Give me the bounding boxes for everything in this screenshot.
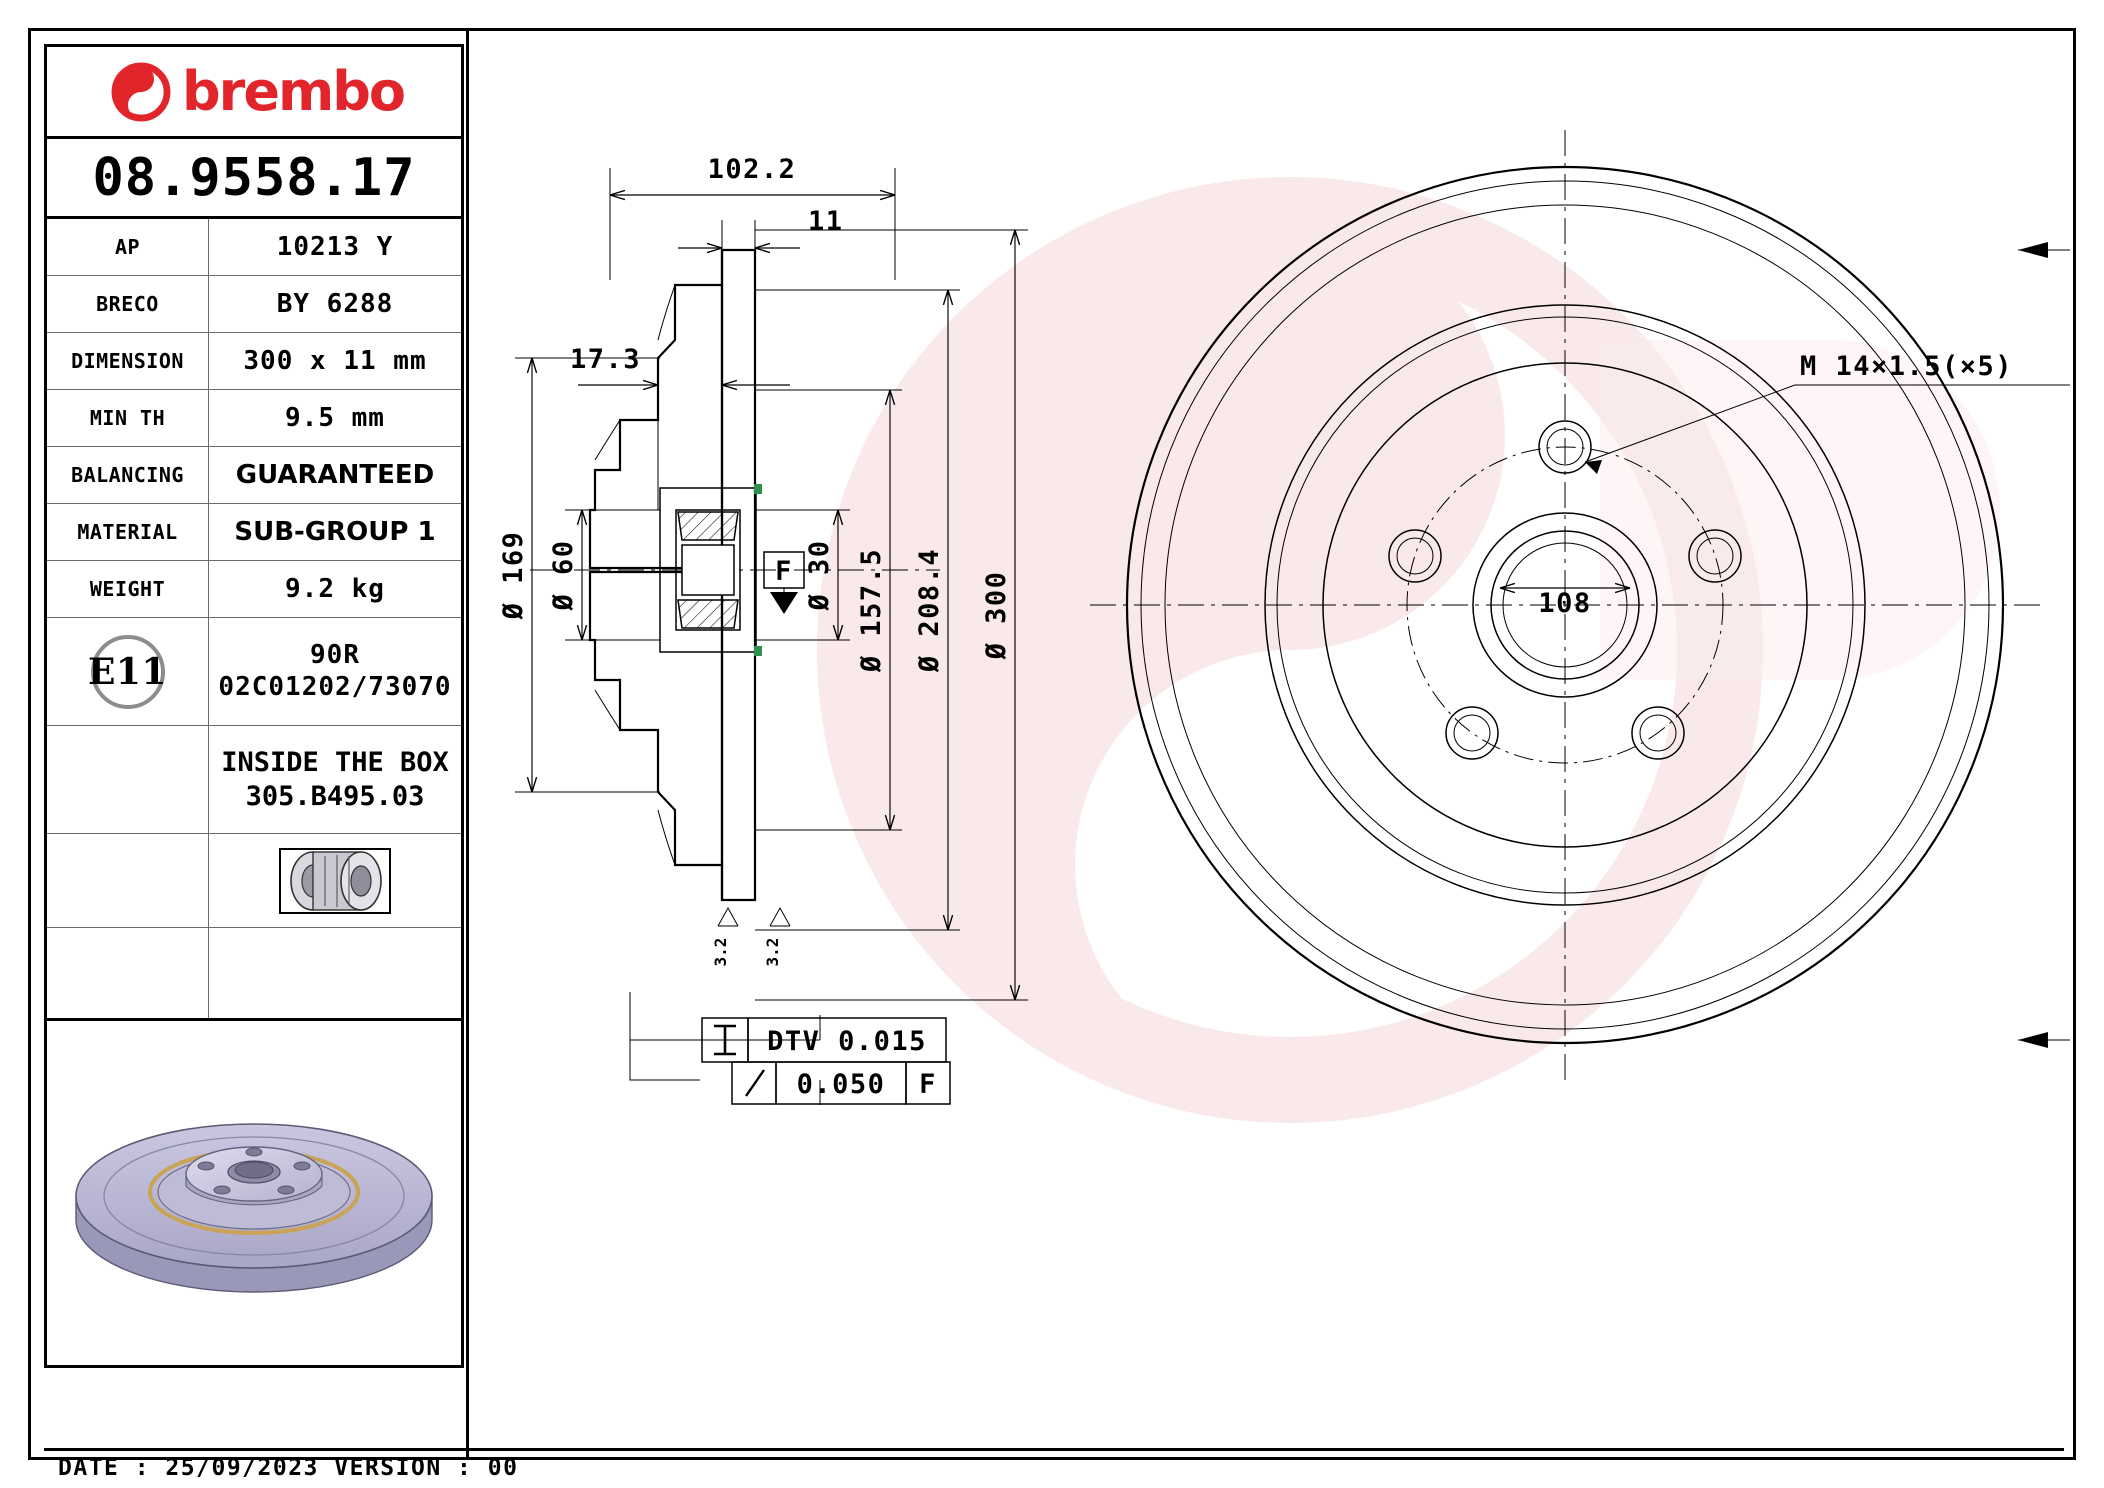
row-value: SUB-GROUP 1 — [234, 517, 436, 547]
blank-value-cell — [209, 928, 461, 1020]
row-value: BY 6288 — [276, 289, 394, 319]
datum-triangle-icon — [770, 592, 798, 614]
friction-ring-inner — [1264, 304, 1866, 906]
tolerance-frame-group: DTV 0.015 0.050 F — [629, 992, 951, 1105]
inside-box-line-2: 305.B495.03 — [245, 780, 425, 812]
disc-outer-circle — [1125, 165, 2005, 1045]
bearing-icon-row — [47, 834, 461, 928]
row-value: 9.2 kg — [285, 574, 385, 604]
table-row: AP 10213 Y — [47, 219, 461, 276]
row-label: BALANCING — [47, 447, 209, 503]
tolerance-runout-value: 0.050 — [797, 1069, 886, 1100]
brake-disc-photo — [75, 1123, 433, 1293]
inside-box-line-1: INSIDE THE BOX — [221, 746, 449, 778]
dim-hub-offset: 17.3 — [570, 344, 641, 375]
technical-drawing: .dim { stroke:#000; stroke-width:1.15; f… — [470, 40, 2070, 1440]
inside-box-row: INSIDE THE BOX 305.B495.03 — [47, 726, 461, 834]
surface-finish-left: 3.2 — [711, 906, 739, 967]
row-value: 9.5 mm — [285, 403, 385, 433]
blank-label-cell — [47, 928, 209, 1020]
part-number: 08.9558.17 — [92, 147, 416, 208]
bearing-label-cell — [47, 834, 209, 927]
info-table: brembo 08.9558.17 AP 10213 Y BRECO BY 62… — [44, 44, 464, 1023]
certification-lines: 90R 02C01202/73070 — [218, 640, 451, 703]
disc-front-view: 108 M 14×1.5(×5) — [1090, 130, 2070, 1080]
table-row: MIN TH 9.5 mm — [47, 390, 461, 447]
dim-bolt-circle-pcd: Ø 157.5 — [856, 548, 887, 673]
certification-row: E11 90R 02C01202/73070 — [47, 618, 461, 726]
section-arrow-bottom — [2018, 1032, 2070, 1048]
table-row: BALANCING GUARANTEED — [47, 447, 461, 504]
panel-divider — [466, 31, 469, 1457]
surface-finish-right: 3.2 — [763, 906, 791, 967]
row-label: MATERIAL — [47, 504, 209, 560]
row-value: 300 x 11 mm — [243, 346, 427, 376]
centre-bore-inner — [1490, 530, 1640, 680]
wheel-bearing-icon — [279, 847, 391, 914]
dim-inner-disc-dia: Ø 208.4 — [914, 548, 945, 673]
e11-approval-badge: E11 — [88, 634, 167, 709]
inside-box-lines: INSIDE THE BOX 305.B495.03 — [221, 746, 449, 814]
hat-outer-circle — [1322, 362, 1808, 848]
inside-box-value: INSIDE THE BOX 305.B495.03 — [209, 726, 461, 833]
row-label: DIMENSION — [47, 333, 209, 389]
centre-bore-outer — [1472, 512, 1658, 698]
table-row: DIMENSION 300 x 11 mm — [47, 333, 461, 390]
blank-row — [47, 928, 461, 1020]
footer-date-version: DATE : 25/09/2023 VERSION : 00 — [58, 1455, 519, 1481]
dim-disc-thickness: 11 — [808, 206, 844, 237]
footer-divider — [44, 1448, 2064, 1451]
table-row: WEIGHT 9.2 kg — [47, 561, 461, 618]
certification-line-1: 90R — [310, 639, 360, 670]
row-label: AP — [47, 219, 209, 275]
dim-hub-outer-dia: Ø 169 — [498, 531, 529, 621]
part-number-cell: 08.9558.17 — [47, 139, 461, 219]
surface-finish-value-1: 3.2 — [711, 938, 730, 967]
certification-line-2: 02C01202/73070 — [218, 671, 452, 702]
bearing-value-cell — [209, 834, 461, 927]
row-label: WEIGHT — [47, 561, 209, 617]
dim-hub-bore-dia: Ø 60 — [548, 539, 579, 611]
datum-f-label: F — [775, 556, 793, 587]
brand-logo-cell: brembo — [47, 47, 461, 139]
dim-stud-thread: M 14×1.5(×5) — [1800, 351, 2013, 382]
tolerance-runout-datum: F — [919, 1069, 937, 1100]
dim-centre-bore: 108 — [1538, 588, 1591, 619]
dim-bearing-dia: Ø 30 — [804, 539, 835, 611]
surface-finish-value-2: 3.2 — [763, 938, 782, 967]
dim-disc-dia: Ø 300 — [981, 571, 1012, 661]
product-photo-cell — [44, 1018, 464, 1368]
table-row: MATERIAL SUB-GROUP 1 — [47, 504, 461, 561]
row-label: BRECO — [47, 276, 209, 332]
tolerance-dtv-label: DTV 0.015 — [767, 1026, 927, 1057]
stud-holes — [1388, 420, 1742, 760]
e11-badge-cell: E11 — [47, 618, 209, 725]
table-row: BRECO BY 6288 — [47, 276, 461, 333]
bolt-circle — [1406, 446, 1724, 764]
row-value: GUARANTEED — [235, 460, 435, 490]
row-value: 10213 Y — [276, 232, 394, 262]
section-arrow-top — [2018, 242, 2070, 258]
brembo-b-circle-icon — [111, 62, 171, 121]
row-label: MIN TH — [47, 390, 209, 446]
brand-name: brembo — [182, 59, 406, 123]
certification-value: 90R 02C01202/73070 — [209, 618, 461, 725]
inside-box-label-cell — [47, 726, 209, 833]
dim-overall-width: 102.2 — [708, 154, 797, 185]
sheet-border — [28, 28, 2076, 1460]
